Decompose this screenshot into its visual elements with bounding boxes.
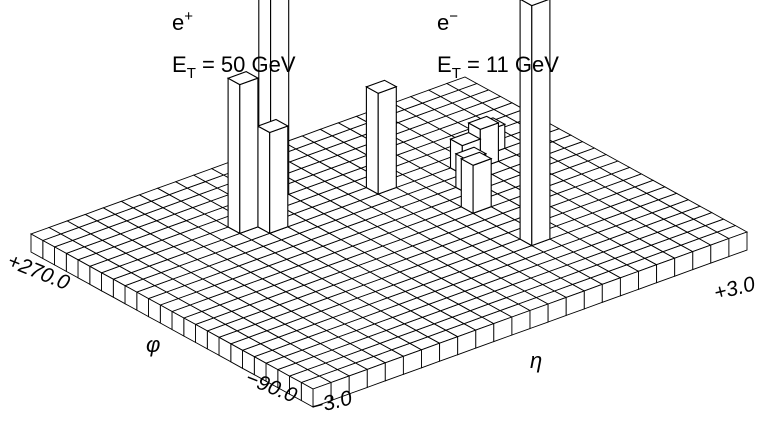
slab-side-cell: [728, 231, 748, 258]
positron-et-label: ET = 50 GeV: [172, 52, 296, 82]
tower-front-face: [472, 157, 492, 215]
tower: [519, 0, 551, 247]
tower-front-face: [239, 77, 259, 235]
tower: [459, 151, 493, 215]
tower-front-face: [531, 0, 551, 247]
tower-left-face: [257, 125, 271, 235]
tower: [365, 79, 398, 196]
tower-top-face: [459, 151, 493, 166]
electron-et-label: ET = 11 GeV: [437, 52, 559, 82]
grid-cell: [445, 76, 478, 91]
tower-top-face: [256, 118, 290, 134]
tower-front-face: [269, 125, 289, 235]
tower-top-face: [226, 70, 260, 86]
tower-top-face: [365, 79, 398, 94]
tower-top-face: [520, 0, 549, 7]
tower-left-face: [519, 0, 533, 247]
positron-label: e+: [172, 8, 193, 35]
energy-towers: [226, 0, 551, 247]
tower-top-face: [467, 115, 500, 131]
tower-front-face: [377, 85, 397, 195]
tower-left-face: [460, 157, 474, 215]
tower-left-face: [227, 77, 241, 235]
eta-axis-label: η: [530, 348, 542, 373]
phi-axis-label: φ: [146, 332, 160, 357]
tower: [256, 118, 290, 235]
tower-top-face: [449, 131, 482, 147]
tower-left-face: [365, 85, 379, 196]
electron-label: e−: [437, 8, 458, 35]
eta-max-tick: +3.0: [712, 272, 758, 304]
slab-side-cell: [30, 233, 44, 260]
tower: [226, 70, 260, 235]
